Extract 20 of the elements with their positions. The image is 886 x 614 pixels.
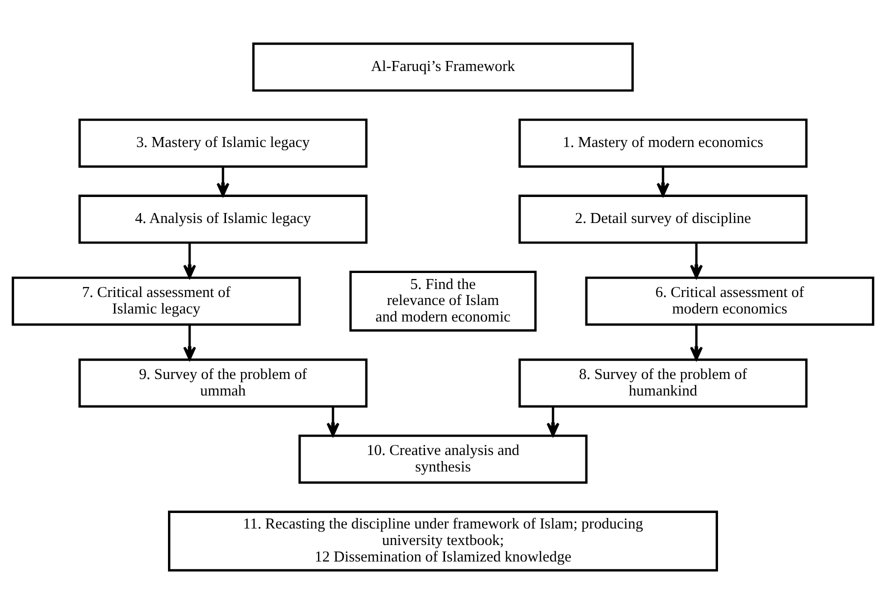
node-box: 10. Creative analysis and synthesis [298,434,588,484]
arrow [326,406,340,436]
arrow [216,166,230,196]
arrow [546,406,560,436]
arrow [183,242,196,278]
node-box: 1. Mastery of modern economics [518,118,808,168]
node-box: 11. Recasting the discipline under framework of Islam; producing university textbook; 12 Dissemination of Islamized knowledge [168,510,718,572]
node-box: 7. Critical assessment of Islamic legacy [12,276,301,326]
arrow [183,324,196,360]
arrow [690,242,703,278]
node-box: 3. Mastery of Islamic legacy [78,118,368,168]
arrow [690,324,703,360]
node-box: 5. Find the relevance of Islam and modern economic [349,270,537,332]
node-box: 8. Survey of the problem of humankind [518,358,808,408]
node-box: 2. Detail survey of discipline [518,194,808,244]
node-box: 9. Survey of the problem of ummah [78,358,368,408]
arrow [656,166,670,196]
node-box: 4. Analysis of Islamic legacy [78,194,368,244]
node-box: 6. Critical assessment of modern economics [585,276,874,326]
node-box: Al-Faruqi’s Framework [252,42,634,92]
